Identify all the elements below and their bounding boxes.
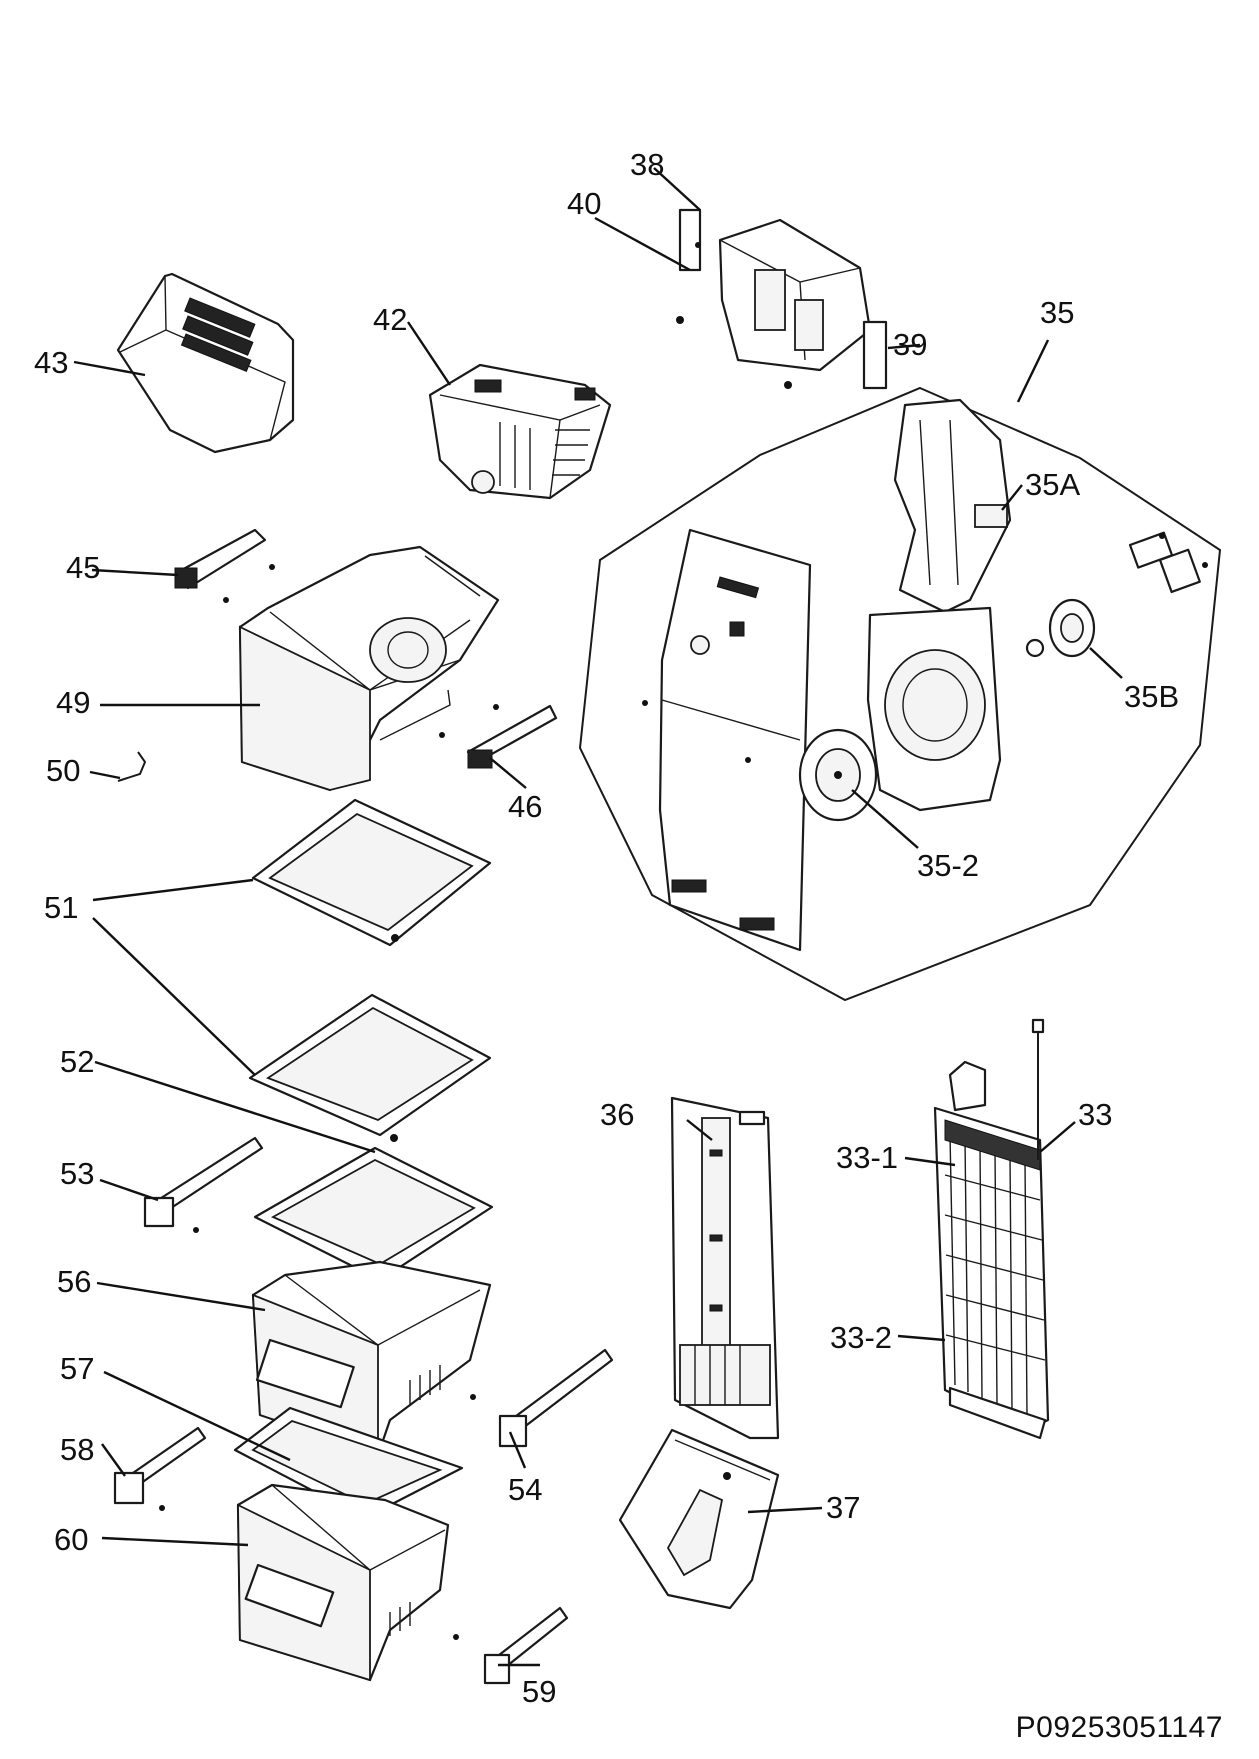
part-42-ice-maker <box>428 363 612 500</box>
part-57-drawer-cover <box>233 1406 464 1520</box>
label-43: 43 <box>34 345 68 380</box>
label-35A: 35A <box>1025 467 1080 502</box>
leader-lines <box>73 167 1123 1667</box>
part-58-rail <box>113 1426 207 1511</box>
label-58: 58 <box>60 1432 94 1467</box>
part-50-clip <box>117 751 147 782</box>
part-51-shelf-middle <box>248 993 492 1142</box>
part-36-duct-cover <box>670 1096 780 1440</box>
part-60-drawer <box>236 1483 450 1682</box>
drawing-code: P09253051147 <box>1015 1711 1223 1744</box>
label-35: 35 <box>1040 295 1074 330</box>
part-49-ice-bucket <box>238 545 500 792</box>
label-33-1: 33-1 <box>836 1140 898 1175</box>
part-53-rail <box>143 1136 264 1233</box>
label-51: 51 <box>44 890 78 925</box>
part-51-shelf-top <box>251 798 492 947</box>
label-53: 53 <box>60 1156 94 1191</box>
part-43-ice-chute-cover <box>116 272 295 454</box>
label-35B: 35B <box>1124 679 1179 714</box>
label-54: 54 <box>508 1472 542 1507</box>
label-57: 57 <box>60 1351 94 1386</box>
label-39: 39 <box>893 327 927 362</box>
label-50: 50 <box>46 753 80 788</box>
label-33: 33 <box>1078 1097 1112 1132</box>
label-40: 40 <box>567 186 601 221</box>
part-35-evaporator-fan-assembly <box>578 386 1222 1002</box>
label-60: 60 <box>54 1522 88 1557</box>
label-45: 45 <box>66 550 100 585</box>
label-59: 59 <box>522 1674 556 1709</box>
part-52-shelf-frame <box>253 1146 494 1282</box>
label-33-2: 33-2 <box>830 1320 892 1355</box>
part-54-rail <box>470 1348 614 1448</box>
label-36: 36 <box>600 1097 634 1132</box>
label-52: 52 <box>60 1044 94 1079</box>
label-49: 49 <box>56 685 90 720</box>
label-46: 46 <box>508 789 542 824</box>
label-56: 56 <box>57 1264 91 1299</box>
part-38-39-40-dispenser-housing <box>676 208 888 390</box>
callout-labels: 43 42 38 40 39 35 35A 35B 35-2 45 49 46 … <box>34 147 1179 1709</box>
part-37-drain-cover <box>618 1428 780 1610</box>
part-45-rail <box>174 528 275 603</box>
part-59-rail <box>453 1606 569 1685</box>
part-33-evaporator <box>933 1018 1050 1440</box>
part-46-rail <box>439 704 558 769</box>
label-37: 37 <box>826 1490 860 1525</box>
label-42: 42 <box>373 302 407 337</box>
label-38: 38 <box>630 147 664 182</box>
label-35-2: 35-2 <box>917 848 979 883</box>
